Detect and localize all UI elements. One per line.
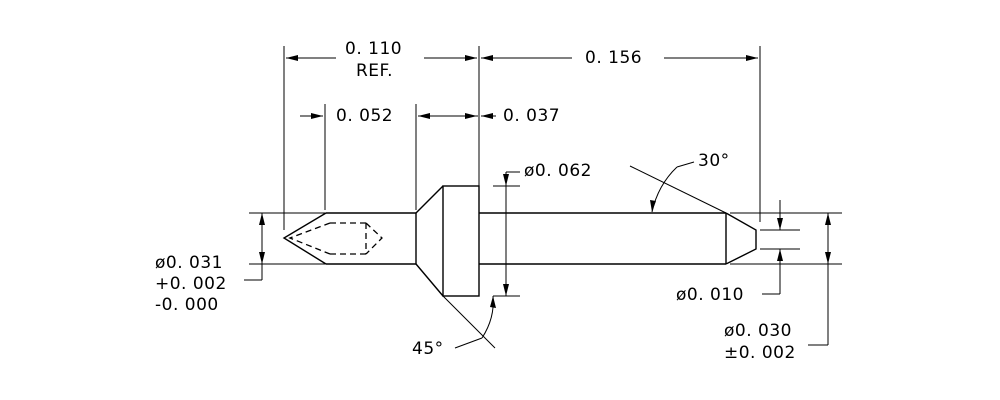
ref-length-label: 0. 110: [345, 39, 403, 59]
shank-diameter-label: ø0. 031: [155, 253, 223, 273]
tip-tolerance-label: ±0. 002: [724, 343, 796, 363]
shank-tol-plus-label: +0. 002: [155, 274, 227, 294]
collar-length-label: 0. 037: [503, 106, 561, 126]
collar-angle-label: 45°: [412, 339, 444, 359]
collar: [442, 185, 480, 297]
shank-length-label: 0. 052: [336, 106, 394, 126]
tip-diameter-label: ø0. 030: [724, 321, 792, 341]
tip-angle-label: 30°: [698, 151, 730, 171]
tip-length-label: 0. 156: [585, 48, 643, 68]
tip-point: [725, 212, 757, 265]
hidden-bore: [288, 222, 383, 255]
ref-note-label: REF.: [356, 61, 394, 81]
dimension-lines: [244, 55, 831, 349]
shank-tol-minus-label: -0. 000: [155, 295, 219, 315]
part-outline: [282, 185, 757, 297]
collar-diameter-label: ø0. 062: [524, 161, 592, 181]
tip-flat-diameter-label: ø0. 010: [676, 285, 744, 305]
left-cone: [282, 212, 327, 265]
